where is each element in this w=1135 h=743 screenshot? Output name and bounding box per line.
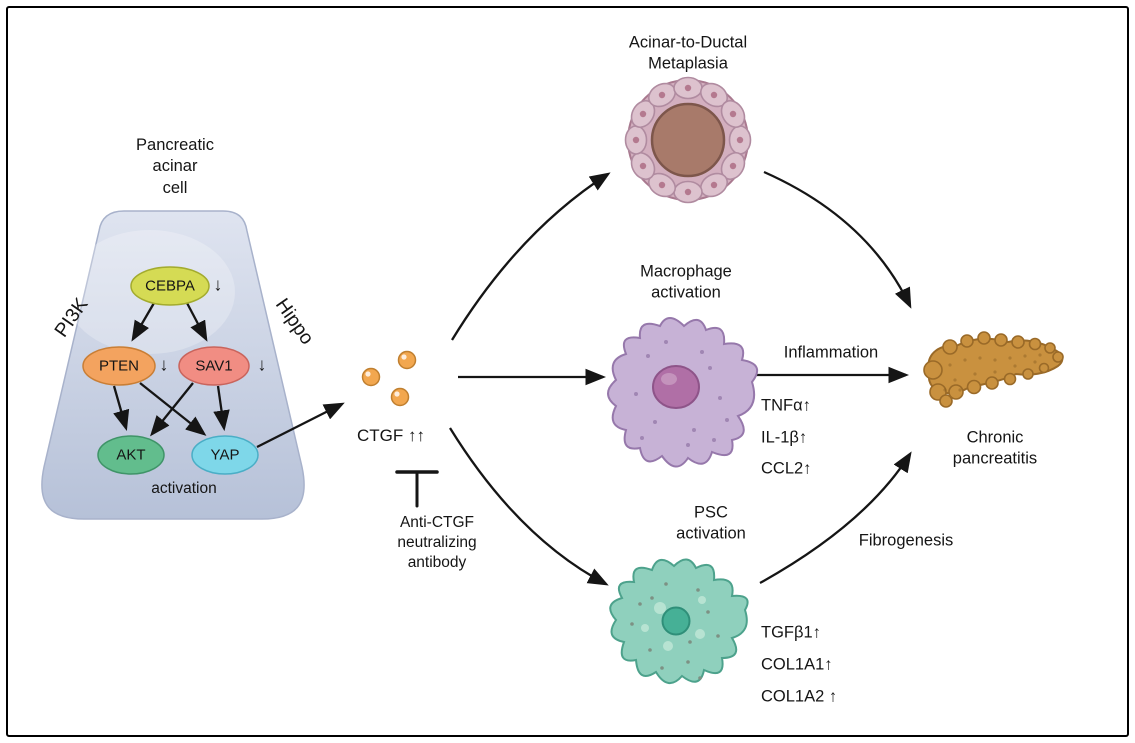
pten-node xyxy=(82,346,156,386)
marker-il1b: IL-1β↑ xyxy=(761,428,808,447)
pten-down-arrow: ↓ xyxy=(159,354,169,375)
arrow-cebpa-to-pten xyxy=(131,302,155,342)
marker-tnfa: TNFα↑ xyxy=(761,396,811,415)
marker-ccl2: CCL2↑ xyxy=(761,459,812,478)
arrow-adm-to-pancreatitis xyxy=(763,170,912,309)
figure-border xyxy=(6,6,1129,737)
yap-node xyxy=(191,435,259,475)
marker-col1a2: COL1A2 ↑ xyxy=(761,687,838,706)
pathway-arrows xyxy=(112,302,230,437)
macrophage-nucleus xyxy=(652,365,700,409)
psc-nucleus xyxy=(661,606,691,636)
pancreas-texture xyxy=(943,353,1042,392)
arrow-fibrogenesis xyxy=(759,451,912,585)
arrow-pten-to-akt xyxy=(112,385,130,431)
sav1-label: SAV1 xyxy=(195,357,233,375)
arrow-cebpa-to-sav1 xyxy=(185,302,208,342)
inhibition-tbar xyxy=(395,470,439,508)
arrow-ctgf-to-adm xyxy=(451,172,611,341)
pten-label: PTEN xyxy=(98,357,140,375)
adm-illustration xyxy=(624,76,752,204)
arrow-cell-to-ctgf xyxy=(256,402,345,449)
anti-ctgf-antibody-label: Anti-CTGF neutralizing antibody xyxy=(397,513,477,572)
akt-label: AKT xyxy=(116,446,146,464)
pathway-nodes xyxy=(82,266,259,475)
sav1-node xyxy=(178,346,250,386)
adm-lumen xyxy=(650,102,726,178)
marker-col1a1: COL1A1↑ xyxy=(761,655,833,674)
arrow-ctgf-to-psc xyxy=(449,427,609,586)
adm-cell-nuclei xyxy=(632,84,744,196)
adm-title: Acinar-to-Ductal Metaplasia xyxy=(628,33,748,73)
macrophage-illustration xyxy=(607,317,759,468)
ctgf-dots xyxy=(361,350,417,407)
psc-vacuoles xyxy=(641,596,706,651)
arrow-sav1-to-akt xyxy=(150,382,194,437)
psc-title: PSC activation xyxy=(676,503,746,543)
macrophage-granules xyxy=(634,340,729,447)
pancreas-illustration xyxy=(923,331,1064,408)
yap-label: YAP xyxy=(210,446,240,464)
cebpa-node xyxy=(130,266,210,306)
cebpa-down-arrow: ↓ xyxy=(213,274,223,295)
arrow-sav1-to-yap xyxy=(213,385,230,432)
psc-granules xyxy=(630,582,720,680)
sav1-down-arrow: ↓ xyxy=(257,354,267,375)
psc-illustration xyxy=(609,558,749,684)
chronic-pancreatitis-title: Chronic pancreatitis xyxy=(952,428,1038,468)
marker-tgfb1: TGFβ1↑ xyxy=(761,623,821,642)
pancreatic-cell-title: Pancreatic acinar cell xyxy=(136,135,214,197)
akt-node xyxy=(97,435,165,475)
fibrogenesis-label: Fibrogenesis xyxy=(858,531,954,550)
inflammation-label: Inflammation xyxy=(783,343,879,362)
ctgf-label: CTGF ↑↑ xyxy=(357,425,425,445)
activation-label: activation xyxy=(151,479,217,497)
macrophage-title: Macrophage activation xyxy=(640,262,732,302)
branch-arrows xyxy=(449,170,912,586)
cebpa-label: CEBPA xyxy=(145,277,195,295)
